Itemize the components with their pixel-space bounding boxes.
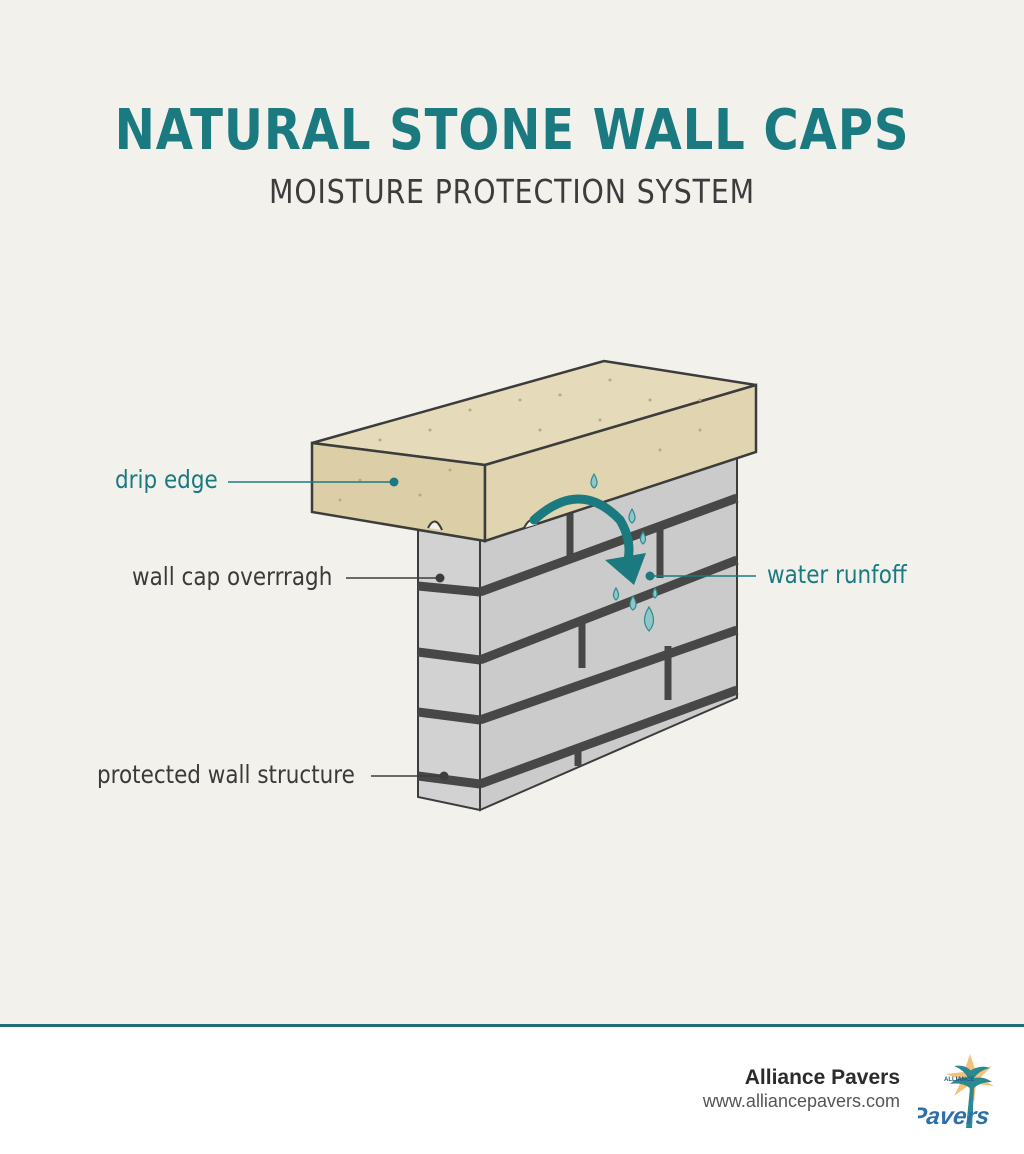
brick-head-joints bbox=[566, 510, 672, 766]
footer-divider bbox=[0, 1024, 1024, 1027]
label-wall-cap-overhang: wall cap overrragh bbox=[132, 562, 333, 591]
label-water-runoff: water runfoff bbox=[767, 560, 907, 589]
wall-front-face bbox=[417, 528, 481, 812]
water-drop-icon bbox=[628, 507, 636, 524]
stone-texture bbox=[338, 378, 702, 502]
water-drop-icon bbox=[612, 586, 620, 601]
wall-body bbox=[417, 454, 739, 812]
water-drop-icon bbox=[652, 586, 658, 599]
label-drip-edge: drip edge bbox=[115, 465, 218, 494]
curved-arrow-icon bbox=[529, 494, 646, 585]
logo-icon: ALLIANCE Pavers bbox=[918, 1054, 994, 1130]
label-protected-wall-structure: protected wall structure bbox=[97, 760, 355, 789]
drip-groove bbox=[427, 520, 443, 531]
front-mortar-lines bbox=[417, 581, 481, 789]
water-drop-icon bbox=[643, 605, 655, 632]
leader-lines bbox=[228, 477, 756, 781]
page-subtitle: MOISTURE PROTECTION SYSTEM bbox=[268, 172, 756, 211]
brand-url[interactable]: www.alliancepavers.com bbox=[702, 1091, 900, 1111]
water-drops bbox=[590, 472, 658, 632]
logo-text-main: Pavers bbox=[918, 1103, 991, 1130]
footer bbox=[0, 1027, 1024, 1154]
water-drop-icon bbox=[590, 472, 598, 489]
page-title: NATURAL STONE WALL CAPS bbox=[114, 98, 910, 163]
water-drop-icon bbox=[639, 530, 647, 545]
logo-text-top: ALLIANCE bbox=[944, 1077, 974, 1083]
brand-name: Alliance Pavers bbox=[744, 1066, 900, 1089]
wall-cap-illustration bbox=[228, 359, 758, 812]
water-drop-icon bbox=[629, 594, 637, 611]
